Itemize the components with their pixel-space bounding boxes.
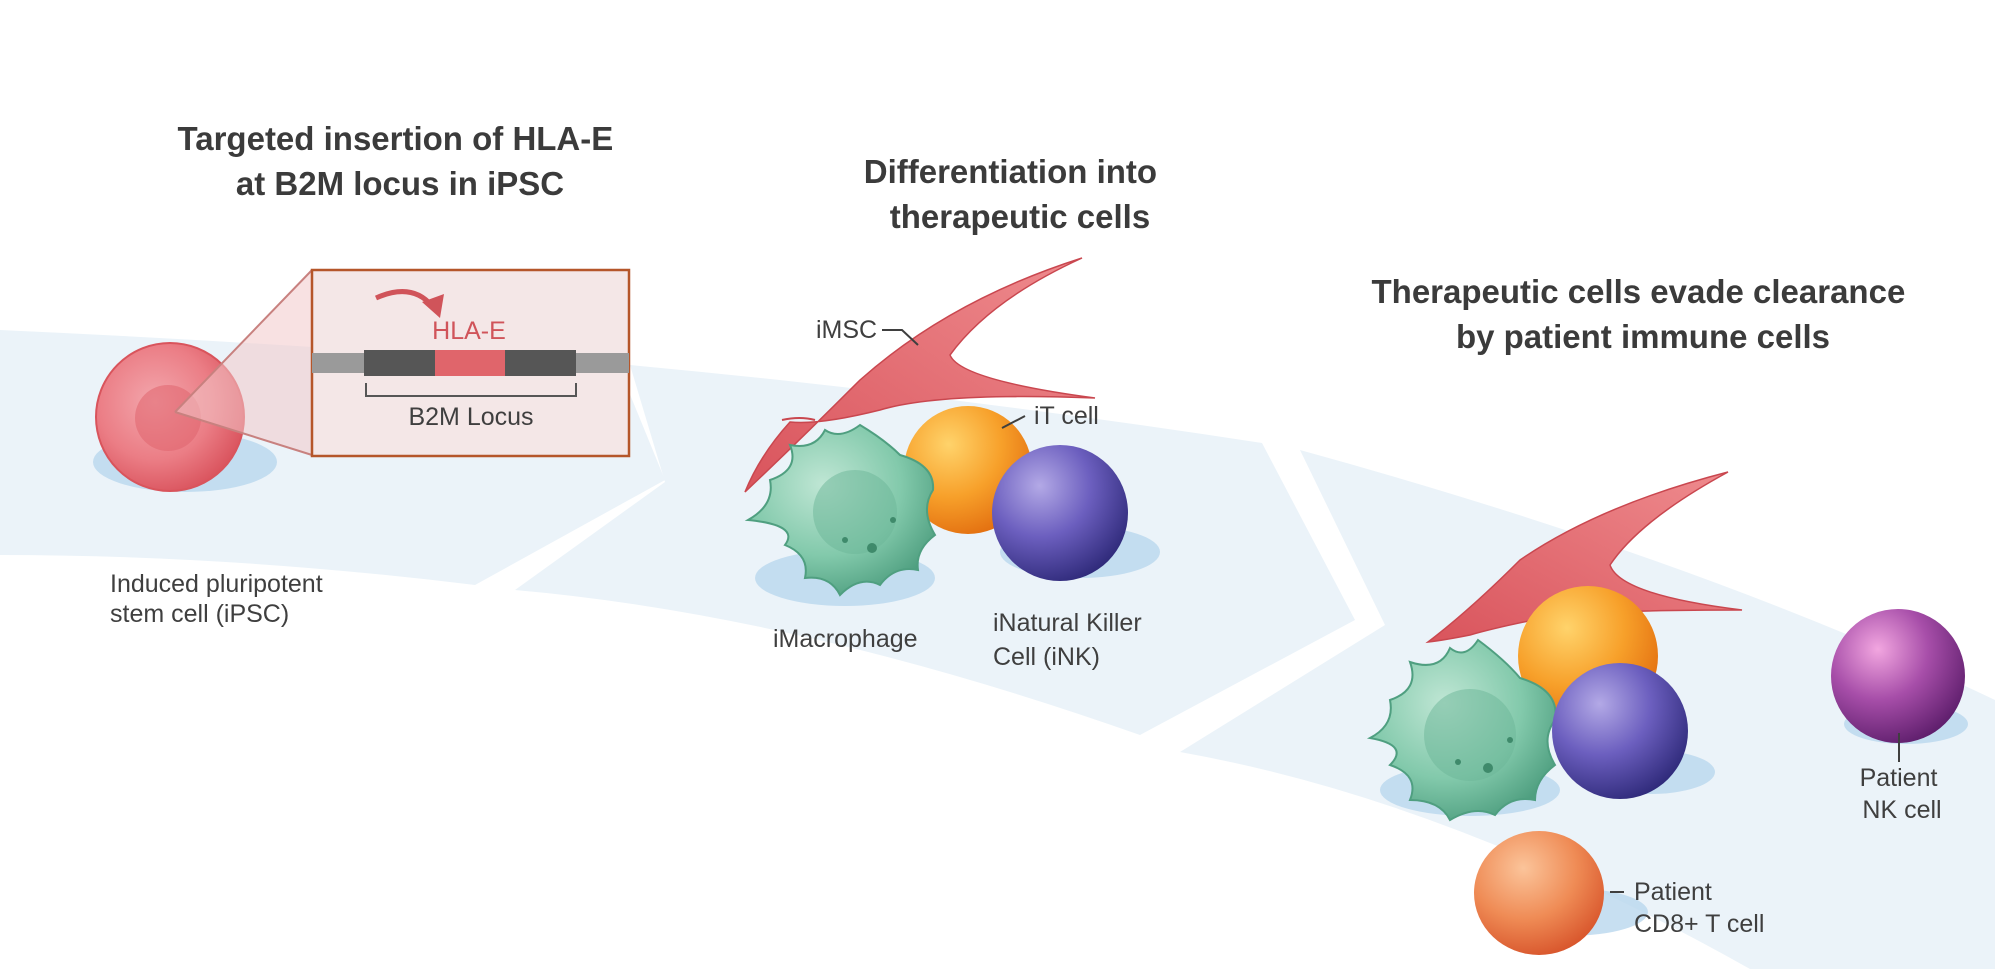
heading-step1: Targeted insertion of HLA-E at B2M locus… [178,120,623,202]
band-segment-2 [515,365,1355,735]
ipsc-cell [93,269,313,492]
heading-step1-line2: at B2M locus in iPSC [236,165,564,202]
b2m-locus-inset: HLA-E B2M Locus [310,268,631,458]
patient-cd8-t-cell [1474,831,1648,955]
therapeutic-cell-cluster [744,257,1160,606]
ink-cell-step3 [1552,663,1688,799]
ink-label: iNatural Killer Cell (iNK) [993,609,1149,671]
imsc-cell [744,257,1096,493]
it-cell-label: iT cell [1034,402,1099,430]
patient-nk-cell [1831,609,1968,744]
heading-step3-line1: Therapeutic cells evade clearance [1372,273,1906,310]
imacrophage-label: iMacrophage [773,625,918,653]
heading-step2-line1: Differentiation into [864,153,1157,190]
b2m-locus-label: B2M Locus [408,403,533,431]
patient-cd8-label: Patient CD8+ T cell [1634,878,1764,938]
ink-cell [992,445,1128,581]
evading-cell-cluster [1366,471,1743,822]
heading-step3: Therapeutic cells evade clearance by pat… [1372,273,1915,355]
imsc-label: iMSC [816,316,877,344]
imsc-cell-step3 [1425,471,1743,644]
heading-step2: Differentiation into therapeutic cells [864,153,1166,235]
patient-nk-label: Patient NK cell [1860,764,1945,824]
heading-step2-line2: therapeutic cells [890,198,1150,235]
heading-step3-line2: by patient immune cells [1456,318,1830,355]
heading-step1-line1: Targeted insertion of HLA-E [178,120,614,157]
hla-e-label: HLA-E [432,317,506,345]
ipsc-label: Induced pluripotent stem cell (iPSC) [110,570,330,628]
